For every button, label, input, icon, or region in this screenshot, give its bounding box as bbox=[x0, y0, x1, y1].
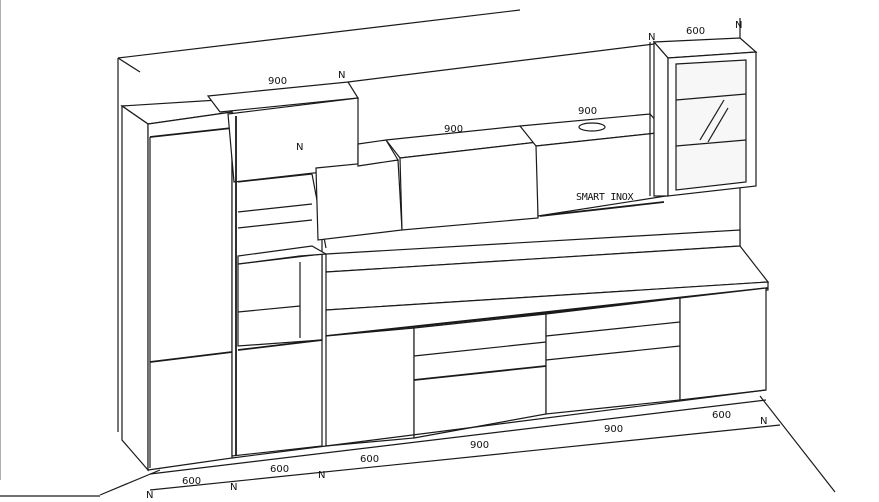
glass-cabinet bbox=[649, 37, 758, 197]
dim-base-2: 900 bbox=[470, 440, 489, 451]
dim-base-3: 900 bbox=[604, 424, 623, 435]
n-marker-bottom-1: N bbox=[146, 490, 153, 501]
n-marker-top-left: N bbox=[338, 70, 345, 81]
base-cabinets bbox=[149, 287, 767, 475]
soffit-edge bbox=[347, 43, 655, 83]
dim-base-tall: 600 bbox=[182, 476, 201, 487]
wall-cabinet-middle-small bbox=[315, 139, 403, 241]
n-markers: N N N N N N N bbox=[146, 20, 767, 501]
n-marker-bottom-2: N bbox=[230, 482, 237, 493]
wall-cabinet-hood: SMART INOX bbox=[518, 113, 668, 217]
n-marker-glass-right: N bbox=[735, 20, 742, 31]
dim-base-1: 600 bbox=[360, 454, 379, 465]
wall-cabinet-left: N bbox=[206, 81, 360, 183]
tall-cabinet bbox=[120, 99, 234, 472]
oven-column bbox=[231, 115, 328, 457]
wall-cabinet-middle bbox=[384, 125, 540, 231]
dim-wall-left: 900 bbox=[268, 76, 287, 87]
dim-base-tall2: 600 bbox=[270, 464, 289, 475]
n-marker-bottom-3: N bbox=[318, 470, 325, 481]
cabinet-door-marker: N bbox=[296, 142, 303, 153]
dimension-labels: 900 900 900 600 600 600 600 900 900 600 bbox=[182, 26, 731, 487]
n-marker-glass-left: N bbox=[648, 32, 655, 43]
n-marker-bottom-4: N bbox=[760, 416, 767, 427]
dim-base-4: 600 bbox=[712, 410, 731, 421]
dim-glass-cabinet: 600 bbox=[686, 26, 705, 37]
dim-wall-middle: 900 bbox=[444, 124, 463, 135]
countertop bbox=[325, 229, 770, 337]
dim-wall-right: 900 bbox=[578, 106, 597, 117]
appliance-label: SMART INOX bbox=[576, 192, 633, 203]
